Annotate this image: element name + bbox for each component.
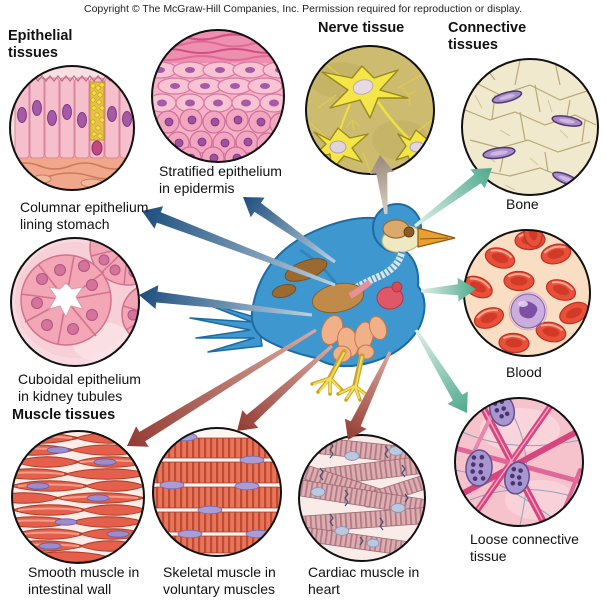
micrograph-stratified-epithelium [151, 29, 285, 163]
arrow-to-cardiac [344, 351, 392, 440]
micrograph-smooth-muscle [11, 430, 145, 564]
arrow-to-skeletal [237, 344, 333, 431]
arrow-to-nerve [369, 155, 394, 215]
micrograph-cardiac-muscle [298, 434, 426, 562]
micrograph-loose-connective [454, 397, 584, 527]
micrograph-blood [463, 229, 591, 357]
copyright-line: Copyright © The McGraw-Hill Companies, I… [83, 3, 523, 15]
micrograph-columnar-epithelium [9, 65, 135, 191]
caption-cardiac-muscle: Cardiac muscle in heart [308, 564, 420, 597]
caption-cuboidal-epithelium: Cuboidal epithelium in kidney tubules [18, 371, 141, 404]
caption-skeletal-muscle: Skeletal muscle in voluntary muscles [163, 564, 276, 597]
heading-connective-tissues: Connective tissues [448, 20, 527, 53]
bird-anatomy-illustration [189, 203, 456, 402]
arrow-to-smooth [127, 328, 317, 447]
arrow-to-loose [414, 329, 468, 413]
caption-columnar-epithelium: Columnar epithelium lining stomach [20, 199, 149, 232]
tissue-arrows [127, 155, 492, 447]
heading-epithelial-tissues: Epithelial tissues [8, 28, 73, 61]
arrow-to-blood [420, 277, 476, 302]
micrograph-nerve-tissue [305, 45, 435, 175]
arrow-to-columnar [142, 206, 336, 287]
micrograph-skeletal-muscle [152, 427, 282, 557]
caption-smooth-muscle: Smooth muscle in intestinal wall [28, 564, 140, 597]
caption-stratified-epithelium: Stratified epithelium in epidermis [159, 163, 282, 196]
heading-muscle-tissues: Muscle tissues [12, 407, 116, 423]
caption-bone: Bone [506, 196, 539, 212]
caption-blood: Blood [506, 364, 542, 380]
heading-nerve-tissue: Nerve tissue [318, 20, 405, 36]
arrow-to-bone [414, 168, 492, 228]
arrow-to-cuboidal [139, 285, 313, 317]
caption-loose-connective: Loose connective tissue [470, 531, 579, 564]
arrow-to-stratified [243, 197, 336, 264]
